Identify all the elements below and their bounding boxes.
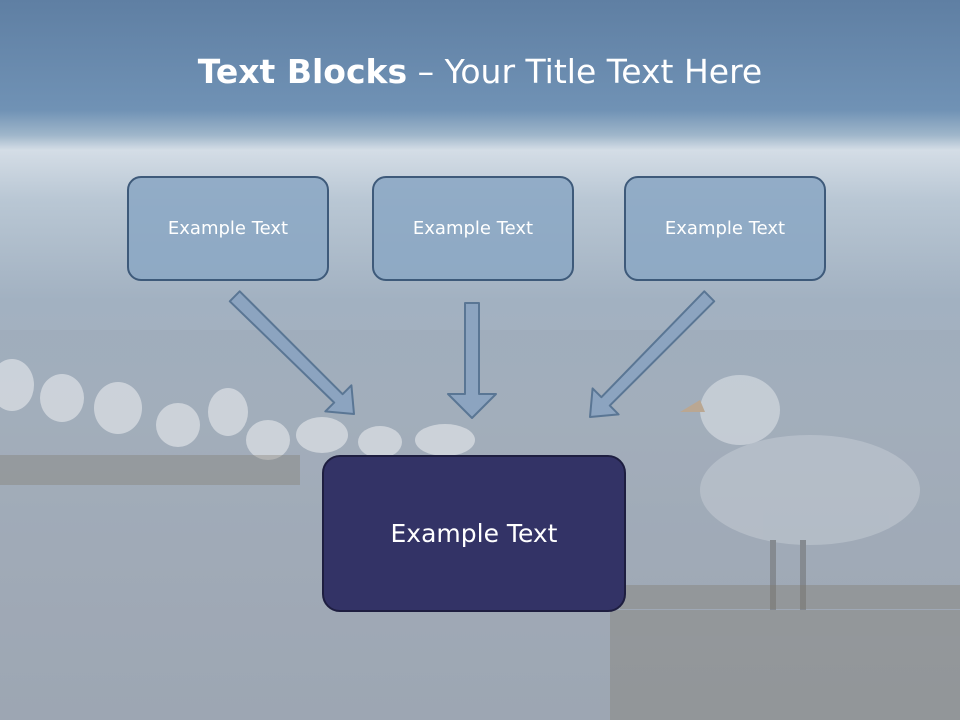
text-block-center-label: Example Text <box>412 218 534 239</box>
text-block-left[interactable]: Example Text <box>127 176 329 281</box>
slide-title-rest: – Your Title Text Here <box>407 52 763 91</box>
text-block-right[interactable]: Example Text <box>624 176 826 281</box>
slide-title-bold: Text Blocks <box>197 52 408 91</box>
arrow-left-diagonal <box>228 290 355 415</box>
text-block-center[interactable]: Example Text <box>372 176 574 281</box>
target-text-block-label: Example Text <box>390 519 558 548</box>
arrow-center-down <box>447 302 497 419</box>
target-text-block[interactable]: Example Text <box>322 455 626 612</box>
arrow-right-diagonal <box>589 290 716 418</box>
text-block-left-label: Example Text <box>167 218 289 239</box>
slide-title: Text Blocks – Your Title Text Here <box>0 52 960 91</box>
text-block-right-label: Example Text <box>664 218 786 239</box>
